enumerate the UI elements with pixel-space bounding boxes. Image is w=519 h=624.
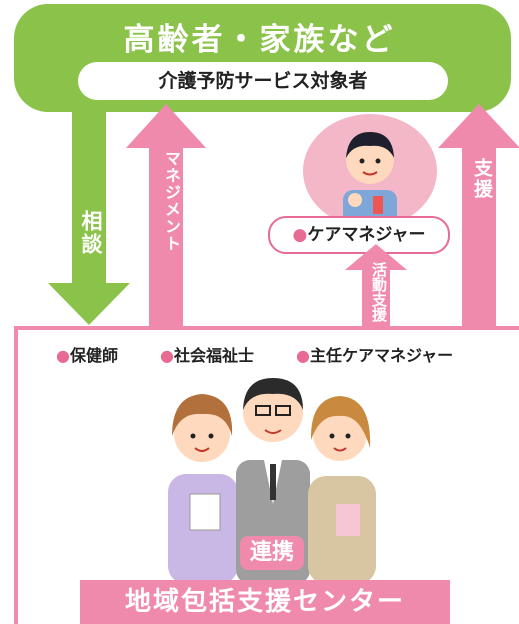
collaboration-label: 連携 [240,536,304,570]
community-support-center-banner: 地域包括支援センター [80,580,450,624]
role-public-health-nurse: ●保健師 [56,346,118,365]
pink-dot-icon: ● [160,346,174,365]
care-manager-circle [303,114,437,228]
center-frame [14,326,519,624]
role-social-worker: ●社会福祉士 [160,346,254,365]
management-arrow-shaft [149,146,183,328]
consult-arrow-head [48,283,130,325]
banner-title: 高齢者・家族など [123,22,396,58]
care-manager-label: ケアマネジャー [307,225,426,245]
support-arrow-shaft [462,146,496,328]
consult-label: 相談 [79,210,103,256]
activity-support-arrow-shaft [362,268,390,328]
pink-dot-icon: ● [56,346,70,365]
target-persons-pill: 介護予防サービス対象者 [78,62,448,100]
pink-dot-icon: ● [296,346,310,365]
activity-support-arrow-head [345,244,407,270]
care-manager-illustration [343,132,397,228]
support-label: 支援 [471,158,493,200]
pink-dot-icon: ● [292,225,308,245]
role-chief-care-manager: ●主任ケアマネジャー [296,346,454,365]
activity-support-label: 活動支援 [370,262,388,322]
management-label: マネジメント [162,150,181,252]
support-arrow-head [438,104,519,148]
management-arrow-head [126,104,206,148]
consult-arrow-shaft [72,112,106,284]
